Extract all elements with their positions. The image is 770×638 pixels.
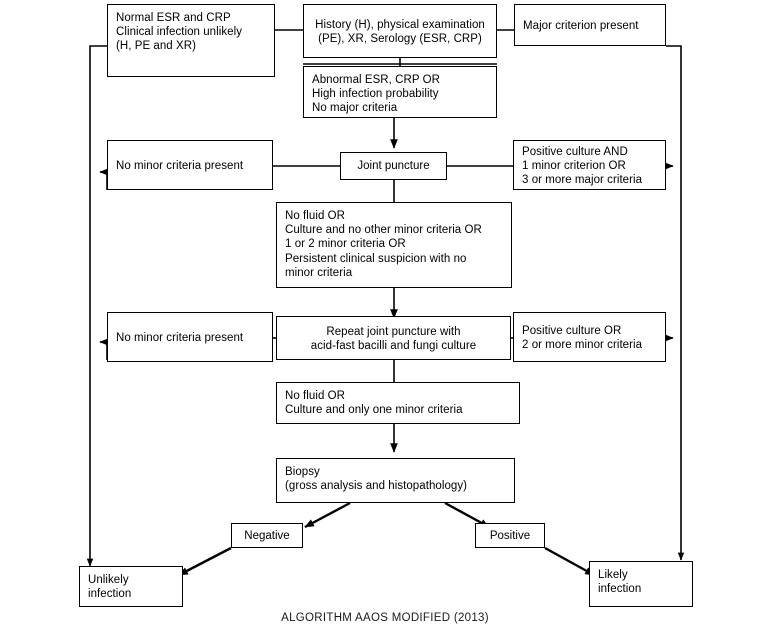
diagram-caption: ALGORITHM AAOS MODIFIED (2013)	[281, 612, 489, 624]
node-major-criterion-present[interactable]: Major criterion present	[514, 4, 666, 46]
wire-biopsy-to-negative	[304, 501, 351, 529]
node-normal-esr-crp[interactable]: Normal ESR and CRP Clinical infection un…	[107, 4, 275, 77]
node-biopsy[interactable]: Biopsy (gross analysis and histopatholog…	[276, 458, 515, 503]
node-positive-culture-and[interactable]: Positive culture AND 1 minor criterion O…	[513, 140, 666, 190]
node-joint-puncture[interactable]: Joint puncture	[340, 152, 447, 180]
node-unlikely-infection[interactable]: Unlikely infection	[79, 566, 183, 607]
node-no-minor-criteria-present-2[interactable]: No minor criteria present	[107, 312, 273, 362]
node-no-fluid-or-one-minor[interactable]: No fluid OR Culture and only one minor c…	[276, 382, 520, 424]
node-likely-infection[interactable]: Likely infection	[589, 561, 693, 607]
wire-major-to-right-rail	[666, 45, 685, 561]
node-no-fluid-or-detailed[interactable]: No fluid OR Culture and no other minor c…	[276, 202, 512, 288]
node-negative[interactable]: Negative	[231, 523, 303, 548]
node-positive[interactable]: Positive	[475, 523, 545, 548]
node-no-minor-criteria-present-1[interactable]: No minor criteria present	[107, 140, 273, 190]
wire-positive-to-likely	[544, 546, 595, 577]
node-repeat-joint-puncture[interactable]: Repeat joint puncture with acid-fast bac…	[276, 316, 511, 360]
node-positive-culture-or[interactable]: Positive culture OR 2 or more minor crit…	[513, 312, 666, 362]
node-abnormal-esr-crp[interactable]: Abnormal ESR, CRP OR High infection prob…	[303, 66, 497, 118]
wire-normal-to-left-rail	[86, 45, 107, 567]
wire-negative-to-unlikely	[178, 546, 232, 577]
node-history-exam[interactable]: History (H), physical examination (PE), …	[303, 4, 497, 58]
